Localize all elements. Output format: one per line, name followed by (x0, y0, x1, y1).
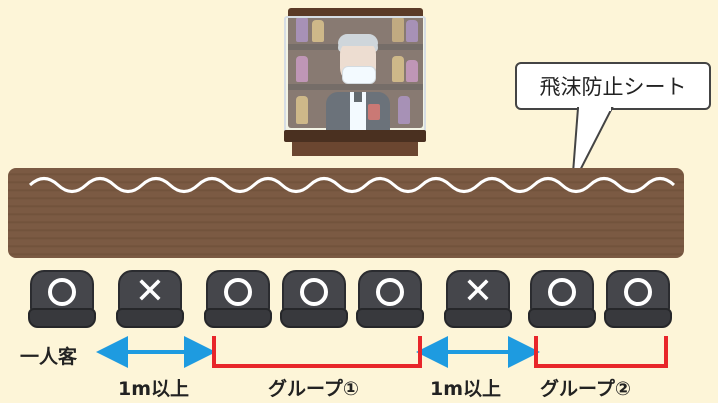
bottle (406, 20, 418, 42)
single-guest-label: 一人客 (20, 346, 78, 368)
seat-ok (28, 270, 96, 328)
bartender-shirt (350, 92, 366, 132)
seat-ok (356, 270, 424, 328)
seat-ok (204, 270, 272, 328)
group-bracket (212, 336, 422, 368)
bottle (392, 16, 404, 42)
bubble-pointer (571, 107, 614, 187)
glass (368, 104, 380, 120)
bow-tie (354, 92, 362, 102)
partition-sheet-line (28, 177, 676, 193)
ok-mark-icon (48, 278, 76, 306)
bottle (398, 96, 410, 124)
bottle (312, 20, 324, 42)
counter-table (8, 168, 684, 258)
group-label: グループ① (268, 378, 359, 400)
cross-mark-icon: ✕ (462, 271, 494, 312)
ok-mark-icon (224, 278, 252, 306)
shield-label-text: 飛沫防止シート (539, 75, 687, 99)
cross-mark-icon: ✕ (134, 271, 166, 312)
booth-counter-base (292, 142, 418, 156)
distance-label: 1m以上 (430, 378, 502, 400)
shelf-divider (288, 84, 423, 90)
ok-mark-icon (376, 278, 404, 306)
booth-counter-top (284, 130, 426, 142)
bottle (392, 56, 404, 82)
distance-label: 1m以上 (118, 378, 190, 400)
group-label: グループ② (540, 378, 631, 400)
bartender-booth (280, 0, 430, 160)
bottle (296, 16, 308, 42)
seat-ok (604, 270, 672, 328)
distance-markers (96, 336, 668, 368)
bottle (406, 60, 418, 82)
ok-mark-icon (548, 278, 576, 306)
ok-mark-icon (300, 278, 328, 306)
seat-unavailable: ✕ (116, 270, 184, 328)
seat-ok (280, 270, 348, 328)
face-mask (342, 66, 376, 84)
group-bracket (534, 336, 668, 368)
bottle (296, 56, 308, 82)
bottle (296, 96, 308, 124)
seat-ok (528, 270, 596, 328)
bartender-hair-top (338, 34, 378, 46)
acrylic-shield (284, 16, 426, 132)
ok-mark-icon (624, 278, 652, 306)
seat-unavailable: ✕ (444, 270, 512, 328)
shield-label-bubble: 飛沫防止シート (515, 62, 711, 110)
